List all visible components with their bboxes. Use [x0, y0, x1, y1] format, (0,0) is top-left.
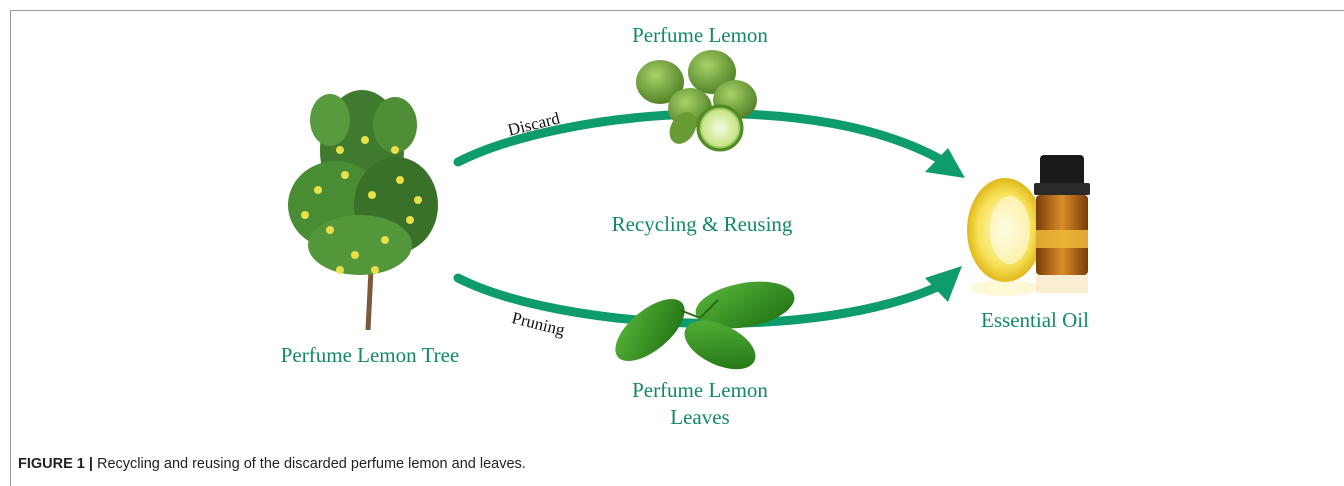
perfume-lemon-label: Perfume Lemon	[600, 23, 800, 48]
lemon-tree-image	[288, 90, 438, 330]
essential-oil-image	[967, 155, 1090, 296]
essential-oil-label: Essential Oil	[960, 308, 1110, 333]
caption-text: Recycling and reusing of the discarded p…	[93, 456, 526, 472]
leaves-label-line1: Perfume Lemon	[600, 378, 800, 403]
leaves-label-line2: Leaves	[600, 405, 800, 430]
lemon-tree-label: Perfume Lemon Tree	[260, 343, 480, 368]
recycling-reusing-label: Recycling & Reusing	[582, 212, 822, 237]
figure-caption: FIGURE 1 | Recycling and reusing of the …	[18, 456, 526, 472]
perfume-lemon-leaves-image	[605, 275, 798, 380]
caption-prefix: FIGURE 1 |	[18, 456, 93, 472]
perfume-lemon-image	[636, 50, 757, 150]
